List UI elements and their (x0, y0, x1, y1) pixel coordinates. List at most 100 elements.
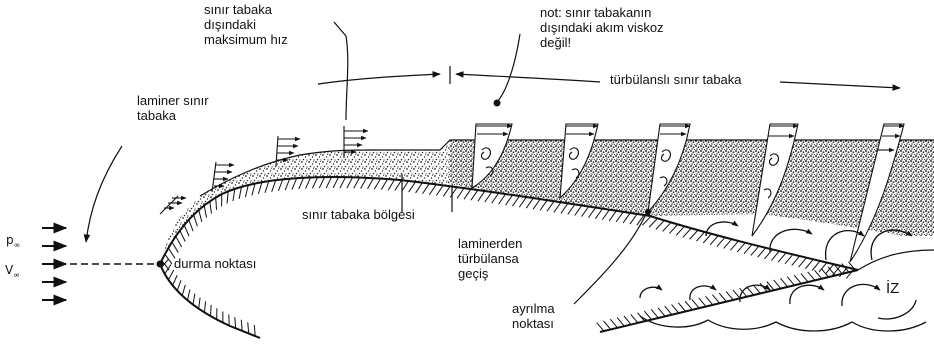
hatch-mark (828, 267, 835, 276)
hatch-mark (235, 317, 236, 328)
hatch-mark (312, 177, 317, 188)
hatch-mark (808, 272, 815, 281)
hatch-mark (595, 209, 602, 219)
hatch-mark (630, 214, 637, 224)
hatch-mark (821, 269, 828, 278)
hatch-mark (692, 300, 699, 309)
stagnation-point-label: durma noktası (174, 256, 256, 271)
hatch-mark (658, 308, 665, 317)
boundary-layer-region-label: sınır tabaka bölgesi (302, 207, 415, 222)
hatch-mark (616, 212, 623, 222)
hatch-mark (347, 177, 353, 188)
freestream-velocity-label: V∞ (5, 263, 20, 282)
hatch-mark (814, 270, 821, 279)
hatch-mark (561, 203, 568, 213)
hatch-mark (193, 294, 195, 305)
hatch-mark (258, 182, 262, 194)
hatch-mark (187, 289, 190, 300)
hatch-mark (665, 306, 672, 315)
hatch-mark (168, 270, 173, 280)
hatch-mark (771, 251, 779, 260)
hatch-mark (656, 220, 664, 229)
hatch-mark (436, 185, 443, 195)
hatch-mark (176, 236, 182, 247)
hatch-mark (597, 323, 604, 332)
stagnation-point-marker (157, 261, 164, 268)
hatch-mark (540, 200, 547, 210)
hatch-mark (799, 258, 807, 267)
hatch-mark (703, 234, 711, 243)
velocity-subscript: ∞ (13, 270, 20, 279)
hatch-mark (216, 198, 217, 210)
hatch-mark (512, 196, 519, 206)
hatch-mark (204, 205, 206, 217)
hatch-mark (402, 181, 409, 191)
hatch-mark (751, 246, 759, 255)
freestream-arrows (42, 228, 66, 300)
hatch-mark (737, 243, 745, 252)
max-speed-label: sınır tabaka dışındaki maksimum hız (204, 2, 288, 47)
hatch-mark (683, 228, 691, 237)
hatch-mark (785, 254, 793, 263)
hatch-mark (787, 277, 794, 286)
hatch-mark (299, 178, 304, 189)
hatch-mark (210, 201, 212, 213)
hatch-mark (778, 253, 786, 262)
hatch-mark (724, 239, 732, 248)
hatch-mark (182, 285, 185, 296)
hatch-mark (753, 285, 760, 294)
hatch-mark (254, 325, 255, 336)
hatch-mark (663, 222, 671, 231)
hatch-mark (457, 188, 464, 198)
hatch-mark (245, 185, 248, 197)
hatch-mark (623, 213, 630, 223)
hatch-mark (644, 311, 651, 320)
hatch-mark (609, 211, 616, 221)
freestream-pressure-label: p∞ (6, 233, 20, 252)
hatch-mark (485, 192, 492, 202)
hatch-mark (726, 291, 733, 300)
hatch-mark (631, 314, 638, 323)
hatch-mark (199, 210, 202, 222)
airfoil-lower-surface (160, 264, 260, 338)
hatch-mark (184, 225, 189, 236)
hatch-mark (780, 278, 787, 287)
hatch-mark (774, 280, 781, 289)
hatch-mark (409, 182, 416, 192)
hatch-mark (478, 191, 485, 201)
hatch-mark (669, 224, 677, 233)
hatch-mark (624, 316, 631, 325)
hatch-mark (617, 318, 624, 327)
hatch-mark (794, 275, 801, 284)
hatch-mark (241, 320, 242, 331)
hatch-mark (172, 242, 178, 253)
note-pointer-dot (494, 100, 501, 107)
hatch-mark (227, 191, 228, 203)
hatch-mark (533, 199, 540, 209)
hatch-mark (676, 226, 684, 235)
hatch-mark (717, 237, 725, 246)
hatch-mark (582, 207, 589, 217)
hatch-mark (285, 179, 290, 190)
pressure-subscript: ∞ (14, 240, 21, 249)
hatch-mark (568, 204, 575, 214)
hatch-mark (730, 241, 738, 250)
hatch-mark (719, 293, 726, 302)
hatch-mark (368, 178, 374, 189)
hatch-mark (685, 301, 692, 310)
hatch-mark (812, 261, 820, 270)
hatch-mark (744, 244, 752, 253)
hatch-mark (374, 179, 380, 190)
hatch-mark (416, 183, 423, 193)
hatch-mark (194, 215, 198, 227)
hatch-mark (340, 177, 346, 188)
hatch-mark (361, 178, 367, 189)
hatch-mark (672, 305, 679, 314)
separation-point-marker (645, 209, 651, 215)
hatch-mark (423, 184, 430, 194)
hatch-mark (239, 187, 241, 199)
hatch-mark (292, 178, 297, 189)
hatch-mark (758, 248, 766, 257)
airfoil-trailing-lower (600, 270, 858, 332)
